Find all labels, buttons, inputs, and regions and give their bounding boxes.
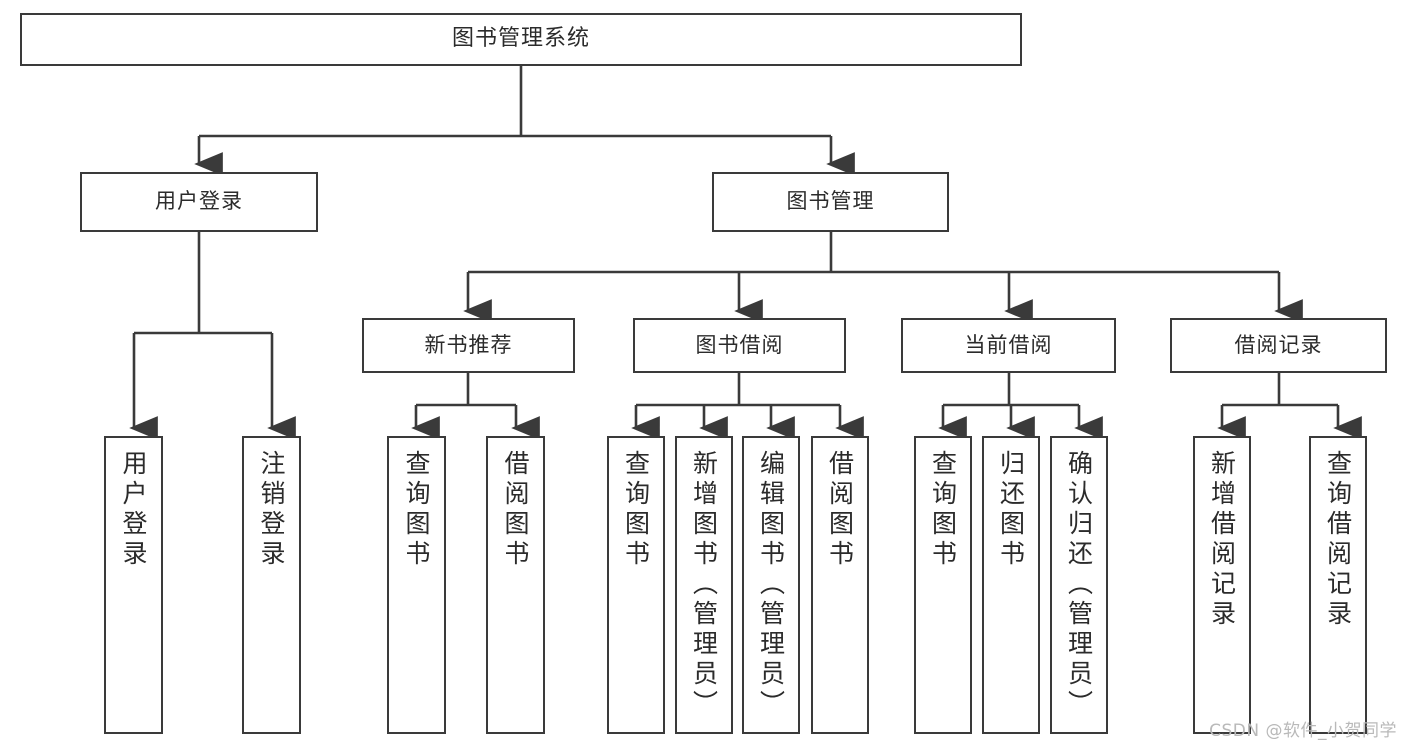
- node-label: 查询图书: [621, 450, 651, 570]
- leaf-confirm-return-admin[interactable]: 确认归还（管理员）: [1050, 436, 1108, 734]
- node-label: 查询借阅记录: [1323, 450, 1353, 630]
- node-current-borrow[interactable]: 当前借阅: [901, 318, 1116, 373]
- leaf-user-login[interactable]: 用户登录: [104, 436, 163, 734]
- leaf-logout-login[interactable]: 注销登录: [242, 436, 301, 734]
- node-label: 用户登录: [155, 189, 243, 214]
- leaf-borrow-book-recommend[interactable]: 借阅图书: [486, 436, 545, 734]
- node-label: 用户登录: [119, 450, 148, 570]
- leaf-add-book-admin[interactable]: 新增图书（管理员）: [675, 436, 733, 734]
- node-borrow-record[interactable]: 借阅记录: [1170, 318, 1387, 373]
- leaf-return-book[interactable]: 归还图书: [982, 436, 1040, 734]
- leaf-borrow-book[interactable]: 借阅图书: [811, 436, 869, 734]
- node-label: 图书借阅: [695, 332, 784, 357]
- node-label: 查询图书: [928, 450, 958, 570]
- leaf-query-book-recommend[interactable]: 查询图书: [387, 436, 446, 734]
- node-user-login[interactable]: 用户登录: [80, 172, 318, 232]
- node-label: 图书管理: [786, 189, 875, 214]
- node-book-borrow[interactable]: 图书借阅: [633, 318, 846, 373]
- node-label: 新增图书（管理员）: [689, 450, 719, 720]
- node-label: 编辑图书（管理员）: [756, 450, 786, 720]
- csdn-watermark: CSDN @软件_小贺同学: [1209, 721, 1397, 741]
- node-label: 归还图书: [996, 450, 1026, 570]
- node-label: 借阅记录: [1234, 332, 1323, 357]
- leaf-query-book-borrow[interactable]: 查询图书: [607, 436, 665, 734]
- node-label: 新增借阅记录: [1207, 450, 1237, 630]
- node-label: 图书管理系统: [451, 26, 590, 52]
- node-label: 借阅图书: [501, 450, 530, 570]
- leaf-query-book-current[interactable]: 查询图书: [914, 436, 972, 734]
- node-label: 借阅图书: [825, 450, 855, 570]
- node-label: 新书推荐: [424, 332, 513, 357]
- node-new-book-recommend[interactable]: 新书推荐: [362, 318, 575, 373]
- leaf-add-borrow-record[interactable]: 新增借阅记录: [1193, 436, 1251, 734]
- node-label: 确认归还（管理员）: [1064, 450, 1094, 720]
- node-label: 当前借阅: [964, 332, 1053, 357]
- leaf-edit-book-admin[interactable]: 编辑图书（管理员）: [742, 436, 800, 734]
- node-label: 查询图书: [402, 450, 431, 570]
- leaf-query-borrow-record[interactable]: 查询借阅记录: [1309, 436, 1367, 734]
- node-label: 注销登录: [257, 450, 286, 570]
- node-book-manage[interactable]: 图书管理: [712, 172, 949, 232]
- node-root-system[interactable]: 图书管理系统: [20, 13, 1022, 66]
